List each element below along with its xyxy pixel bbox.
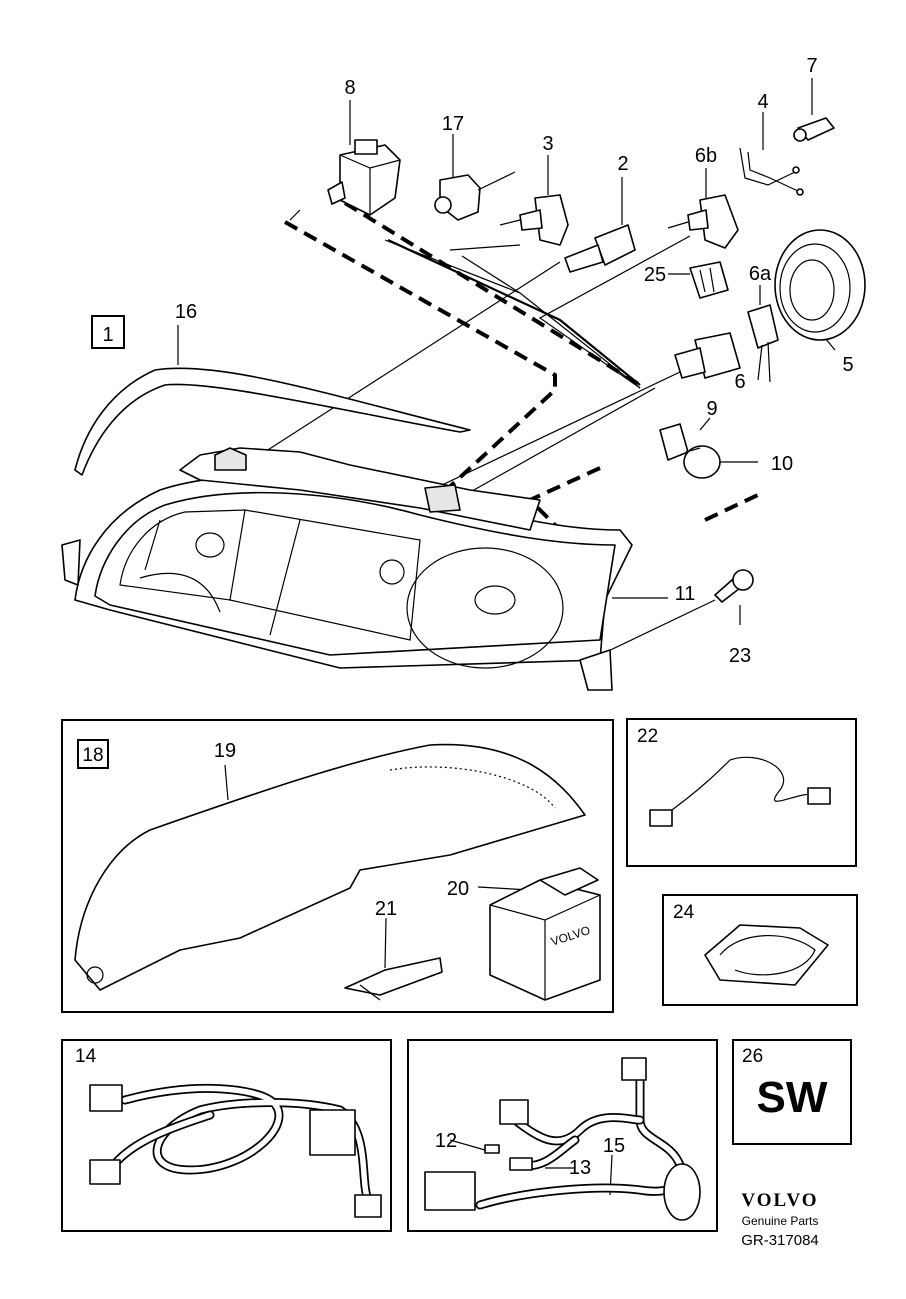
callout-17: 17	[442, 113, 464, 135]
callout-7: 7	[806, 55, 817, 77]
cable-22	[649, 756, 831, 827]
callout-21: 21	[375, 898, 397, 920]
callout-8: 8	[344, 77, 355, 99]
bulb-holder-3	[499, 194, 569, 246]
headlamp-assembly-1	[61, 447, 633, 691]
lamp-cover-5	[774, 229, 866, 341]
screw-23	[714, 569, 754, 603]
harness-15	[424, 1057, 701, 1221]
trim-strip-16	[74, 367, 471, 476]
panel-22	[626, 718, 857, 867]
small-bulb-7	[793, 117, 835, 142]
callout-9: 9	[706, 398, 717, 420]
callout-4: 4	[757, 91, 768, 113]
bulb-holder-6b	[667, 194, 739, 249]
footer-brand: VOLVO	[741, 1190, 818, 1211]
panel-15	[407, 1039, 718, 1232]
panel-26	[732, 1039, 852, 1145]
bulb-2	[564, 224, 636, 273]
callout-11: 11	[675, 583, 696, 605]
panel-18	[61, 719, 614, 1013]
relay-6a	[747, 304, 779, 383]
actuator-17	[434, 171, 516, 221]
callout-12: 12	[435, 1130, 457, 1152]
harness-14	[89, 1084, 382, 1218]
callout-14: 14	[75, 1046, 97, 1067]
callout-6b: 6b	[695, 145, 717, 167]
callout-16: 16	[175, 301, 197, 323]
bulb-6	[674, 332, 741, 379]
callout-18: 18	[82, 745, 103, 766]
callout-box-1	[91, 315, 125, 349]
wire-clip-4	[739, 147, 804, 196]
callout-26: 26	[742, 1046, 763, 1067]
callout-6: 6	[734, 371, 745, 393]
callout-box-18	[77, 739, 109, 769]
leveling-motor-8	[327, 139, 401, 216]
callout-5: 5	[842, 354, 853, 376]
bulb-socket-9-10	[659, 423, 721, 479]
sw-code: SW	[757, 1073, 828, 1122]
callout-3: 3	[542, 133, 553, 155]
callout-2: 2	[617, 153, 628, 175]
callout-15: 15	[603, 1135, 625, 1157]
footer-subtitle: Genuine Parts	[742, 1214, 819, 1228]
box-20: VOLVO	[489, 867, 601, 1001]
callout-25: 25	[644, 264, 666, 286]
clip-21	[344, 957, 443, 1001]
callout-1: 1	[102, 324, 113, 346]
callout-23: 23	[729, 645, 751, 667]
callout-20: 20	[447, 878, 469, 900]
callout-10: 10	[771, 453, 793, 475]
callout-6a: 6a	[749, 263, 772, 285]
callout-19: 19	[214, 740, 236, 762]
gasket-24	[704, 924, 829, 986]
panel-24	[662, 894, 858, 1006]
lens-19	[74, 743, 586, 991]
connector-25	[689, 261, 729, 299]
callout-22: 22	[637, 726, 658, 747]
panel-14	[61, 1039, 392, 1232]
footer-reference: GR-317084	[741, 1232, 819, 1249]
callout-13: 13	[569, 1157, 591, 1179]
callout-24: 24	[673, 902, 695, 923]
